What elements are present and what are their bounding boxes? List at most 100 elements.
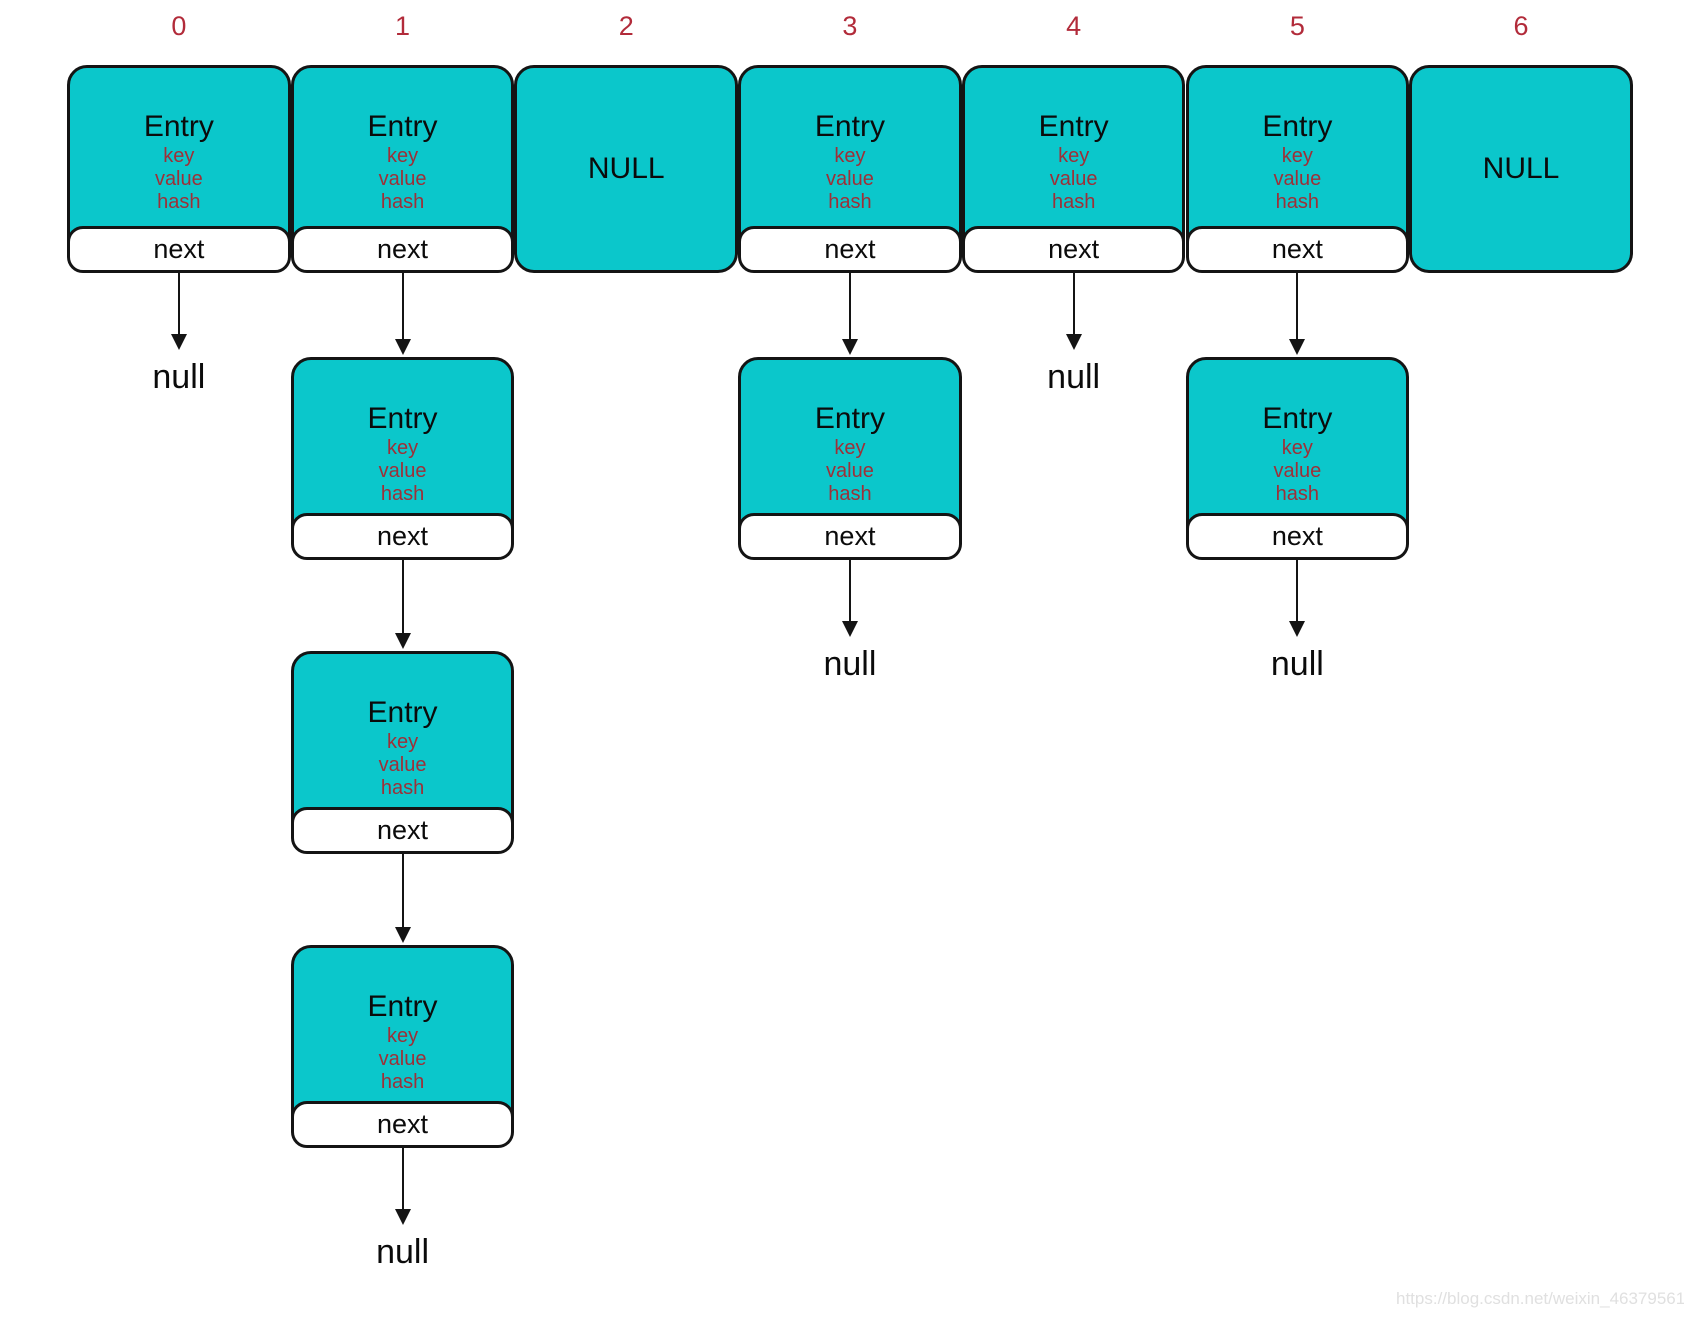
arrow-down [394,273,411,355]
arrow-down [394,560,411,649]
next-pointer: next [290,807,515,854]
entry-field-hash: hash [157,191,201,213]
next-pointer: next [961,226,1186,273]
bucket-index-label: 0 [171,11,187,41]
entry-field-hash: hash [828,483,872,505]
next-pointer: next [738,226,962,273]
arrow-head-icon [1289,621,1306,637]
watermark-url: https://blog.csdn.net/weixin_46379561 [1396,1289,1684,1308]
entry-field-hash: hash [380,191,425,213]
entry-title: Entry [143,110,214,143]
null-terminator-label: null [1270,645,1324,683]
entry-title: Entry [814,110,885,143]
null-terminator-label: null [376,1233,430,1271]
entry-field-key: key [834,145,866,167]
next-pointer: next [290,226,515,273]
entry-field-key: key [1281,437,1313,459]
arrow-head-icon [1065,334,1082,350]
entry-field-value: value [378,168,427,190]
entry-field-hash: hash [1275,483,1320,505]
arrow-down [841,273,858,355]
null-terminator-label: null [823,645,877,683]
entry-title: Entry [1262,110,1333,143]
entry-field-value: value [378,460,427,482]
entry-field-key: key [386,145,419,167]
entry-field-value: value [826,460,874,482]
next-pointer: next [1185,226,1410,273]
arrow-head-icon [394,1209,411,1225]
null-bucket-node: NULL [1409,65,1633,273]
bucket-index-label: 4 [1066,11,1082,41]
null-terminator-label: null [152,358,206,396]
arrow-down [170,273,187,350]
next-pointer: next [67,226,291,273]
entry-field-value: value [1049,168,1098,190]
entry-field-value: value [378,1048,427,1070]
entry-title: Entry [1038,110,1109,143]
bucket-index-label: 1 [395,11,411,41]
arrow-down [394,854,411,943]
entry-field-key: key [386,1025,419,1047]
next-pointer: next [738,513,962,560]
entry-field-key: key [1058,145,1090,167]
next-pointer: next [290,513,515,560]
arrow-head-icon [1289,339,1306,355]
arrow-head-icon [394,633,411,649]
entry-field-key: key [386,437,419,459]
bucket-index-label: 5 [1289,11,1305,41]
arrow-head-icon [394,339,411,355]
entry-field-hash: hash [828,191,872,213]
bucket-index-label: 6 [1513,11,1529,41]
arrow-down [1065,273,1082,350]
null-box-label: NULL [1482,152,1560,185]
entry-field-value: value [1273,168,1322,190]
entry-field-key: key [834,437,866,459]
arrow-down [841,560,858,637]
null-bucket-node: NULL [514,65,739,273]
bucket-index-label: 2 [618,11,634,41]
entry-title: Entry [367,990,438,1023]
bucket-index-label: 3 [842,11,858,41]
arrow-head-icon [841,339,858,355]
arrow-head-icon [394,927,411,943]
null-box-label: NULL [587,152,665,185]
entry-field-hash: hash [1275,191,1320,213]
entry-field-value: value [1273,460,1322,482]
entry-field-hash: hash [380,777,425,799]
entry-field-value: value [378,754,427,776]
entry-title: Entry [367,696,438,729]
entry-field-hash: hash [380,1071,425,1093]
arrow-down [1289,273,1306,355]
entry-field-value: value [826,168,874,190]
entry-title: Entry [1262,402,1333,435]
entry-field-key: key [386,731,419,753]
entry-field-hash: hash [1051,191,1096,213]
entry-field-key: key [1281,145,1313,167]
entry-title: Entry [367,402,438,435]
entry-field-key: key [163,145,195,167]
next-pointer: next [290,1101,515,1148]
arrow-head-icon [170,334,187,350]
entry-field-hash: hash [380,483,425,505]
